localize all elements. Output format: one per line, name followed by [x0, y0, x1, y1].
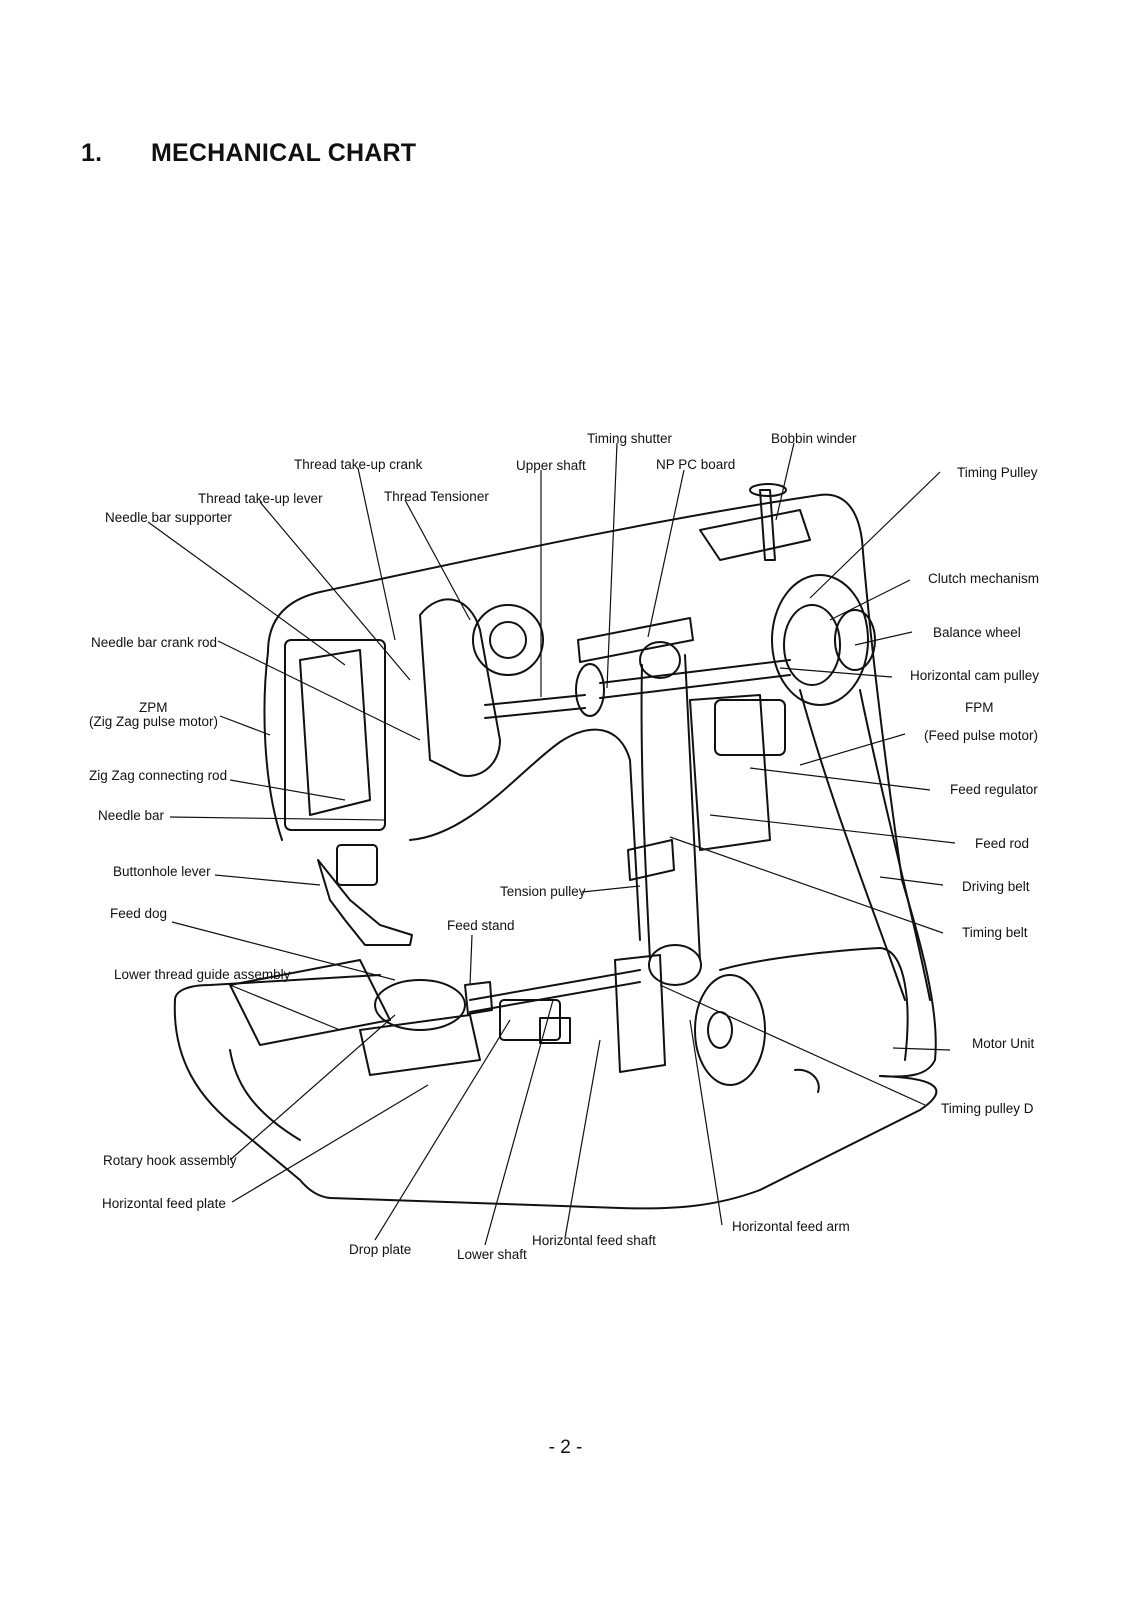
arm-casing-outline [267, 493, 937, 1078]
label-feed-stand: Feed stand [447, 918, 515, 933]
timing-belt-right [684, 654, 701, 961]
label-thread-take-up-crank: Thread take-up crank [294, 457, 423, 472]
label-motor-unit: Motor Unit [972, 1036, 1035, 1051]
winder-bracket [699, 509, 811, 561]
label-needle-bar-supporter: Needle bar supporter [105, 510, 232, 525]
needle-bar-block [299, 649, 371, 816]
label-rotary-hook-assembly: Rotary hook assembly [103, 1153, 237, 1168]
label-zpm: ZPM [139, 700, 168, 715]
label-thread-take-up-lever: Thread take-up lever [198, 491, 323, 506]
bed-right [329, 1075, 938, 1210]
hook-base [359, 1014, 481, 1076]
handle-slot [794, 1068, 820, 1093]
tensioner-body [419, 598, 501, 777]
label-np-pc-board: NP PC board [656, 457, 735, 472]
timing-shutter-disk [575, 663, 605, 717]
driving-belt-right [859, 689, 931, 1001]
label-clutch-mechanism: Clutch mechanism [928, 571, 1039, 586]
machine-illustration [173, 483, 938, 1210]
feed-plate [689, 694, 771, 851]
rotary-hook [374, 979, 466, 1031]
arm-arch [409, 728, 641, 941]
label-feed-dog: Feed dog [110, 906, 167, 921]
label-timing-pulley-d: Timing pulley D [941, 1101, 1034, 1116]
label-feed-regulator: Feed regulator [950, 782, 1038, 797]
np-pc-board [577, 617, 694, 663]
label-horizontal-cam-pulley: Horizontal cam pulley [910, 668, 1039, 683]
bed-front-edge [229, 1049, 301, 1141]
bed-front [173, 999, 331, 1199]
section-heading: 1. MECHANICAL CHART [81, 139, 416, 168]
label-fpm: FPM [965, 700, 994, 715]
bobbin-winder [759, 489, 776, 561]
leader-lines [147, 442, 956, 1246]
label-fpm-full: (Feed pulse motor) [924, 728, 1038, 743]
motor-unit-outline [719, 947, 909, 1061]
upper-shaft-line [484, 694, 586, 706]
label-upper-shaft: Upper shaft [516, 458, 586, 473]
bed-top [174, 974, 381, 1001]
label-needle-bar: Needle bar [98, 808, 165, 823]
label-horizontal-feed-plate: Horizontal feed plate [102, 1196, 226, 1211]
horizontal-feed-shaft-block [539, 1017, 571, 1044]
presser-foot [317, 859, 413, 946]
label-timing-belt: Timing belt [962, 925, 1028, 940]
label-feed-rod: Feed rod [975, 836, 1029, 851]
tension-pulley-bracket [627, 839, 675, 881]
timing-belt-left [640, 664, 651, 961]
label-driving-belt: Driving belt [962, 879, 1030, 894]
section-number: 1. [81, 139, 103, 167]
label-zig-zag-connecting-rod: Zig Zag connecting rod [89, 768, 227, 783]
arm-casing-left [263, 651, 283, 841]
tension-dial [472, 604, 544, 676]
balance-wheel [771, 574, 869, 706]
head-plate [284, 639, 386, 831]
label-lower-thread-guide-assembly: Lower thread guide assembly [114, 967, 291, 982]
label-horizontal-feed-arm: Horizontal feed arm [732, 1219, 850, 1234]
label-timing-pulley: Timing Pulley [957, 465, 1038, 480]
needle-clamp [336, 844, 378, 886]
fpm-motor [714, 699, 786, 756]
section-title: MECHANICAL CHART [151, 139, 417, 167]
label-lower-shaft: Lower shaft [457, 1247, 527, 1262]
label-zpm-full: (Zig Zag pulse motor) [89, 714, 218, 729]
drop-plate [499, 999, 561, 1041]
label-needle-bar-crank-rod: Needle bar crank rod [91, 635, 217, 650]
part-labels: Timing shutter Bobbin winder Thread take… [89, 431, 1039, 1262]
label-drop-plate: Drop plate [349, 1242, 411, 1257]
upper-shaft [599, 659, 791, 684]
feed-stand [464, 981, 493, 1015]
label-horizontal-feed-shaft: Horizontal feed shaft [532, 1233, 656, 1248]
timing-pulley-d-disk [694, 974, 766, 1086]
label-balance-wheel: Balance wheel [933, 625, 1021, 640]
label-timing-shutter: Timing shutter [587, 431, 673, 446]
horizontal-feed-arm [614, 954, 666, 1073]
label-thread-tensioner: Thread Tensioner [384, 489, 489, 504]
label-buttonhole-lever: Buttonhole lever [113, 864, 211, 879]
label-tension-pulley: Tension pulley [500, 884, 586, 899]
lower-shaft [469, 969, 641, 1001]
driving-belt-left [799, 689, 906, 1001]
page-number: - 2 - [548, 1437, 583, 1458]
label-bobbin-winder: Bobbin winder [771, 431, 857, 446]
